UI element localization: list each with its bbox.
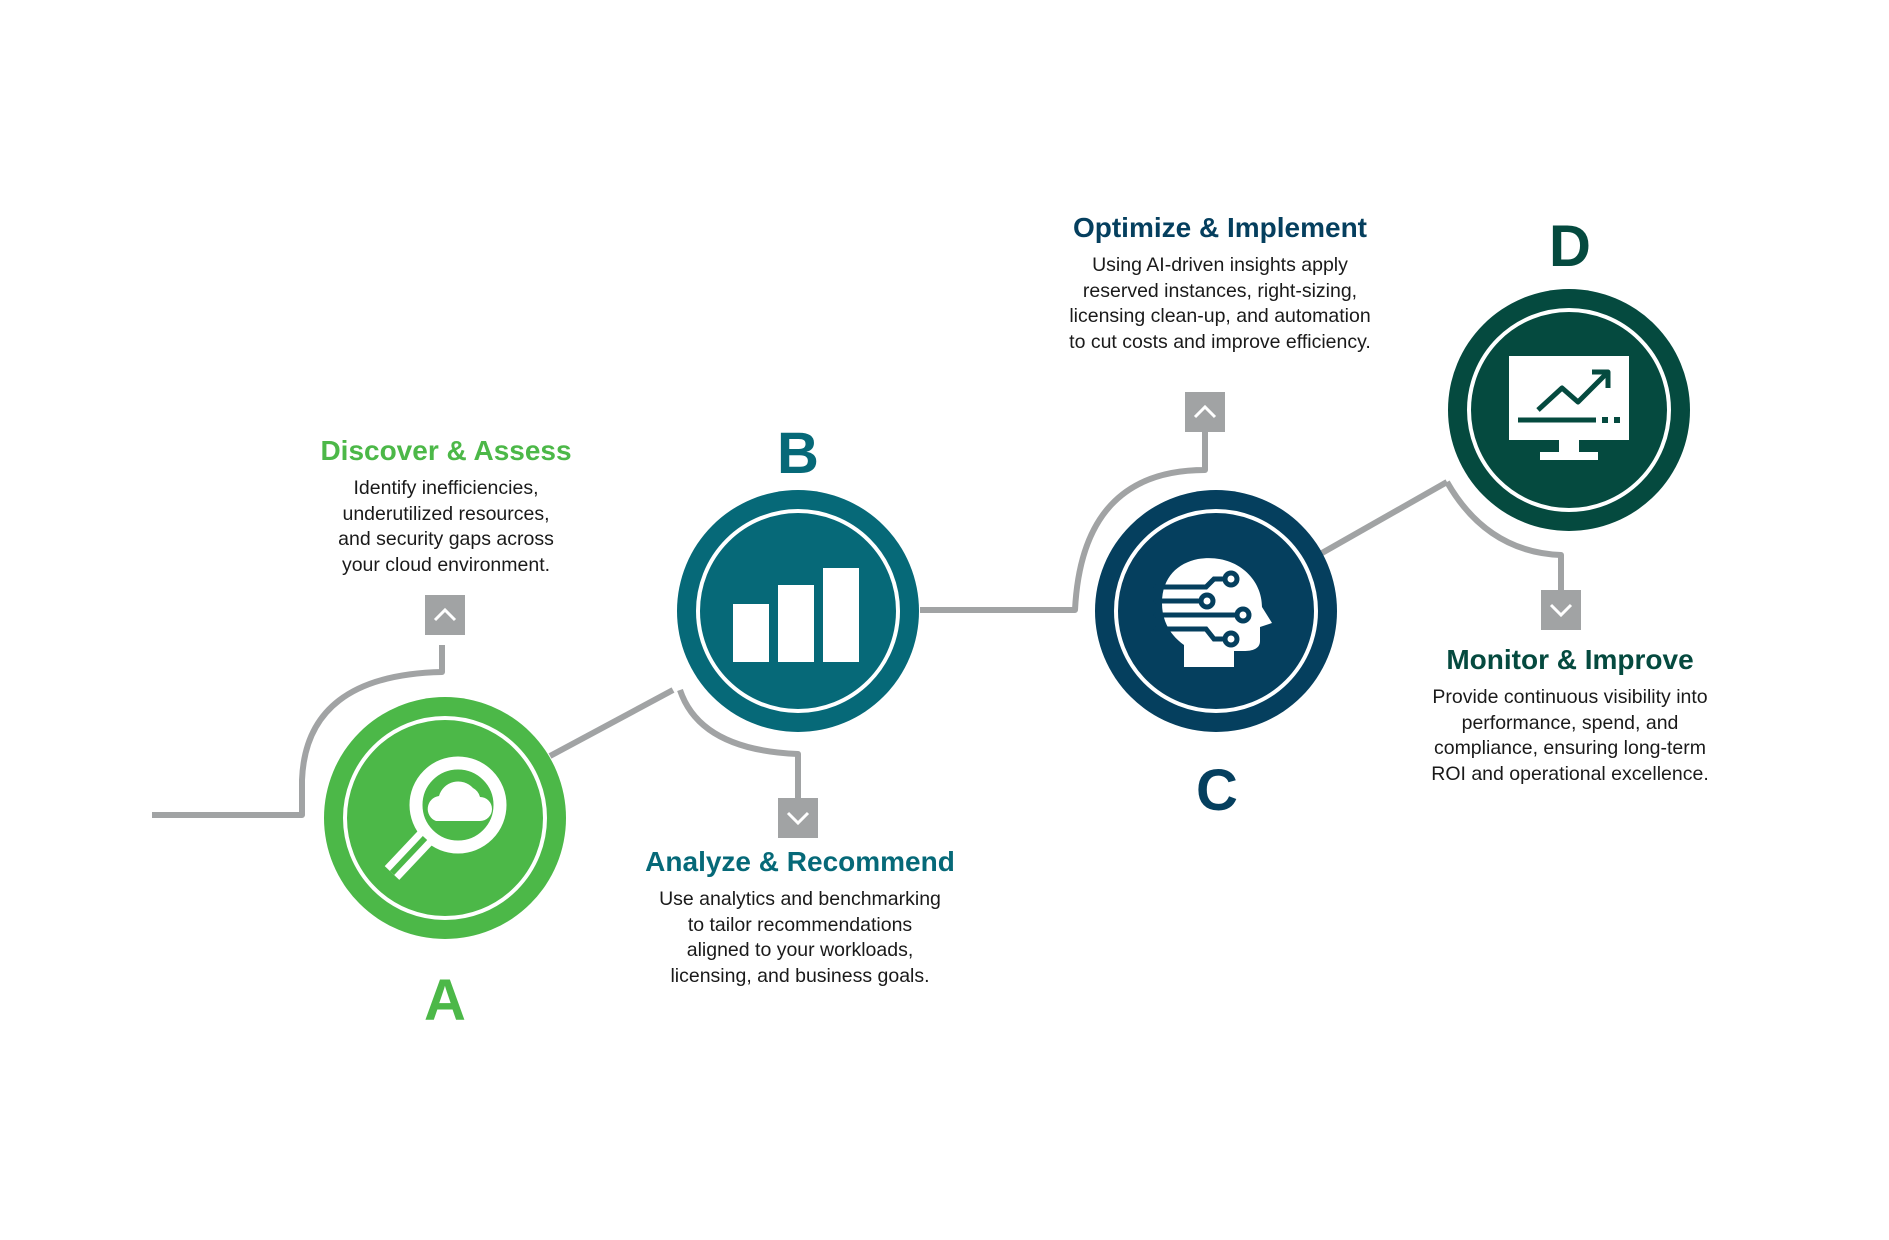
- connector-c-d: [1320, 479, 1449, 556]
- magnifier-cloud-icon: [384, 756, 507, 880]
- connector-b-c: [920, 430, 1208, 613]
- description-line: Use analytics and benchmarking: [659, 888, 941, 910]
- step-b-letter: B: [777, 421, 819, 486]
- step-a-description: Identify inefficiencies, underutilized r…: [286, 476, 606, 578]
- step-b-caption: Analyze & Recommend Use analytics and be…: [620, 845, 980, 989]
- step-d-ring: [1467, 308, 1671, 512]
- step-c-description: Using AI-driven insights apply reserved …: [1035, 253, 1405, 355]
- step-d-title: Monitor & Improve: [1446, 644, 1694, 675]
- connector-a-b: [548, 687, 675, 759]
- step-d-description: Provide continuous visibility into perfo…: [1390, 685, 1750, 787]
- step-a-caption: Discover & Assess Identify inefficiencie…: [286, 434, 606, 578]
- step-b-ring: [696, 509, 900, 713]
- description-line: reserved instances, right-sizing,: [1082, 279, 1358, 302]
- step-c-title: Optimize & Implement: [1072, 212, 1368, 243]
- step-a-title: Discover & Assess: [320, 435, 572, 466]
- description-line: Provide continuous visibility into: [1432, 686, 1708, 708]
- bar-chart-icon: [733, 568, 859, 662]
- step-c-circle: [1095, 490, 1337, 732]
- description-line: to tailor recommendations: [687, 913, 913, 936]
- chevron-up-icon: [1185, 392, 1225, 432]
- description-line: underutilized resources,: [342, 502, 550, 525]
- step-a-ring: [343, 716, 547, 920]
- monitor-trend-icon: [1509, 356, 1629, 460]
- step-c-letter: C: [1196, 758, 1238, 823]
- description-line: aligned to your workloads,: [686, 939, 914, 961]
- description-line: your cloud environment.: [341, 553, 551, 576]
- step-d-letter: D: [1549, 214, 1591, 279]
- description-line: licensing, and business goals.: [670, 964, 930, 987]
- step-a-circle: [324, 697, 566, 939]
- description-line: Identify inefficiencies,: [353, 477, 539, 499]
- description-line: licensing clean-up, and automation: [1069, 305, 1371, 327]
- description-line: and security gaps across: [338, 528, 554, 550]
- bracket-b: [677, 689, 801, 800]
- step-a-letter: A: [424, 968, 466, 1033]
- step-c-ring: [1114, 509, 1318, 713]
- description-line: performance, spend, and: [1461, 711, 1679, 734]
- step-b-circle: [677, 490, 919, 732]
- step-b-description: Use analytics and benchmarking to tailor…: [620, 887, 980, 989]
- step-b-title: Analyze & Recommend: [645, 846, 955, 877]
- step-d-circle: [1448, 289, 1690, 531]
- description-line: ROI and operational excellence.: [1431, 762, 1709, 785]
- step-d-caption: Monitor & Improve Provide continuous vis…: [1390, 643, 1750, 787]
- lead-in-line: [152, 645, 445, 818]
- description-line: Using AI-driven insights apply: [1092, 254, 1348, 276]
- ai-head-icon: [1153, 558, 1272, 667]
- description-line: compliance, ensuring long-term: [1433, 737, 1707, 759]
- chevron-down-icon: [1541, 590, 1581, 630]
- bracket-d: [1444, 480, 1564, 592]
- chevron-down-icon: [778, 798, 818, 838]
- chevron-up-icon: [425, 595, 465, 635]
- description-line: to cut costs and improve efficiency.: [1069, 330, 1371, 353]
- step-c-caption: Optimize & Implement Using AI-driven ins…: [1035, 211, 1405, 355]
